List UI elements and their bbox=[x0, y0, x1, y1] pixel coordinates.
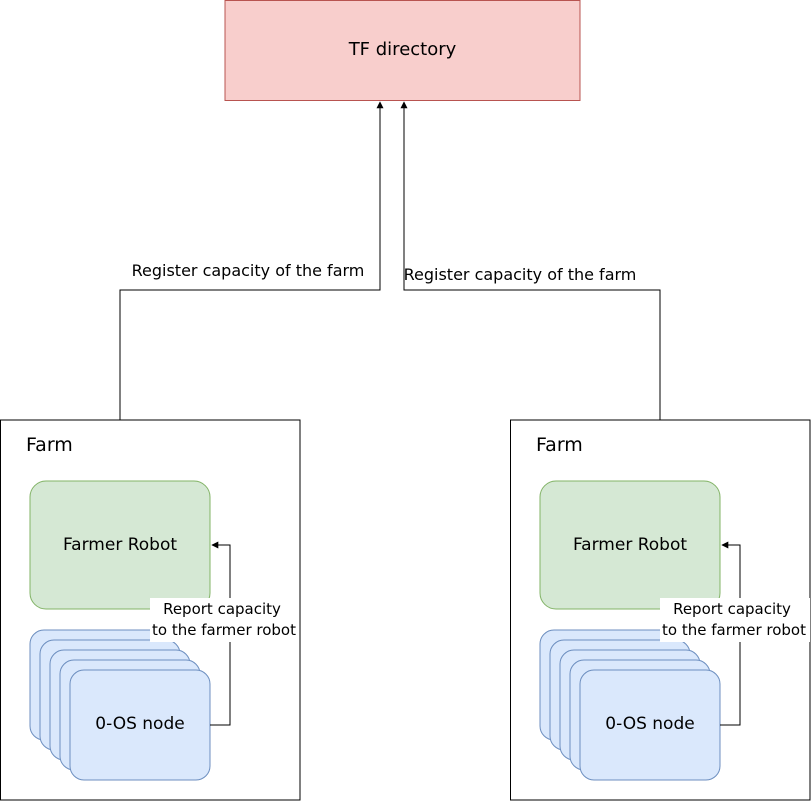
report-label-bg-left bbox=[150, 598, 298, 642]
register-connector-left bbox=[119, 101, 384, 420]
register-connector-right bbox=[400, 101, 661, 420]
node-label-right: 0-OS node bbox=[605, 714, 694, 734]
tf-directory-box[interactable]: TF directory bbox=[224, 0, 581, 101]
tf-directory-label: TF directory bbox=[348, 39, 457, 60]
farm-left[interactable]: Farm Farmer Robot 0-OS node Report capac… bbox=[0, 419, 301, 801]
node-stack-left[interactable]: 0-OS node bbox=[29, 629, 211, 781]
farmer-robot-right[interactable]: Farmer Robot bbox=[539, 480, 721, 610]
farm-title-right: Farm bbox=[536, 434, 583, 456]
register-label-left: Register capacity of the farm bbox=[132, 261, 365, 280]
farmer-robot-label-right: Farmer Robot bbox=[573, 535, 687, 555]
farm-right[interactable]: Farm Farmer Robot 0-OS node Report capac… bbox=[510, 419, 811, 801]
report-label-left-line1: Report capacity bbox=[163, 600, 281, 618]
farmer-robot-left[interactable]: Farmer Robot bbox=[29, 480, 211, 610]
farm-title-left: Farm bbox=[26, 434, 73, 456]
node-stack-right[interactable]: 0-OS node bbox=[539, 629, 721, 781]
report-label-right-line1: Report capacity bbox=[673, 600, 791, 618]
report-label-left-line2: to the farmer robot bbox=[152, 621, 296, 639]
report-label-right-line2: to the farmer robot bbox=[662, 621, 806, 639]
farmer-robot-label-left: Farmer Robot bbox=[63, 535, 177, 555]
register-label-right: Register capacity of the farm bbox=[404, 265, 637, 284]
report-label-bg-right bbox=[660, 598, 810, 642]
node-label-left: 0-OS node bbox=[95, 714, 184, 734]
